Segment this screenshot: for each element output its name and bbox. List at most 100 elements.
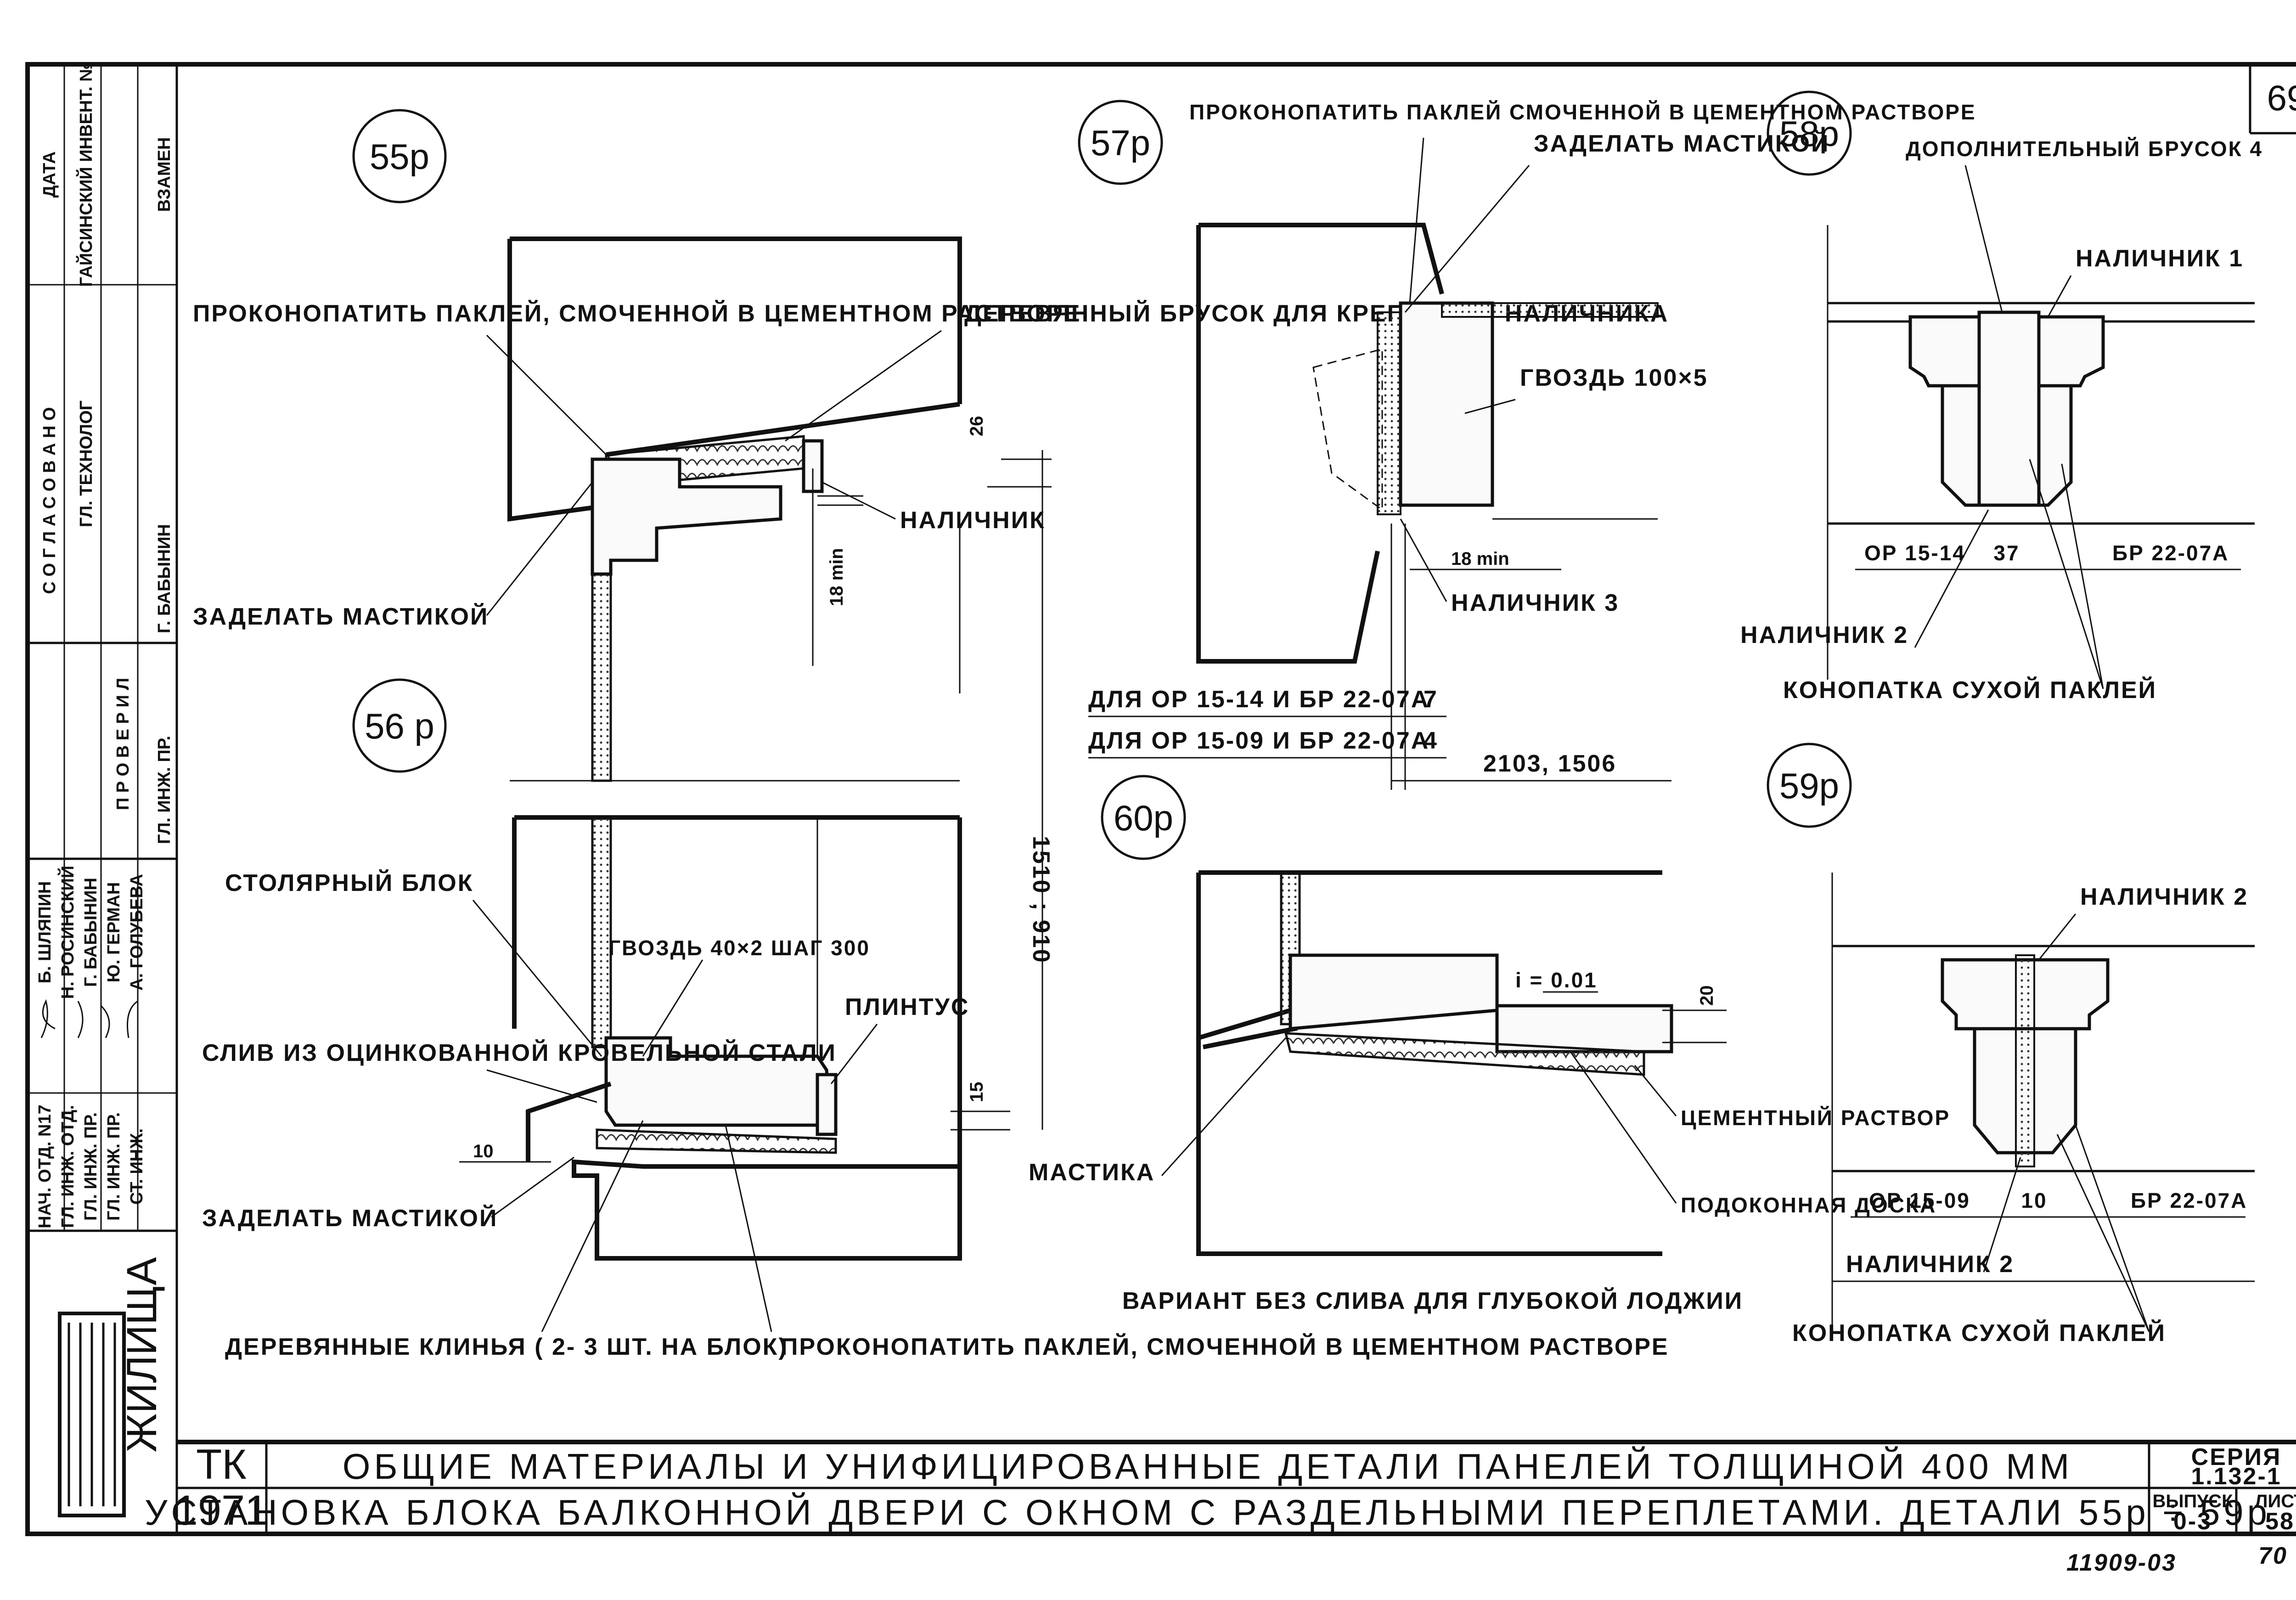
trim2-label: НАЛИЧНИК 2	[1846, 1251, 2014, 1278]
mastic-label: МАСТИКА	[1029, 1159, 1155, 1186]
extra-bar-label: ДОПОЛНИТЕЛЬНЫЙ БРУСОК 4	[1906, 137, 2263, 161]
chief-engineer-label: ГЛ. ИНЖ. ПР.	[155, 736, 174, 844]
wedges-label: ДЕРЕВЯННЫЕ КЛИНЬЯ ( 2- 3 ШТ. НА БЛОК)	[225, 1334, 788, 1360]
title-line-2: УСТАНОВКА БЛОКА БАЛКОННОЙ ДВЕРИ С ОКНОМ …	[145, 1492, 2271, 1532]
detail-id-circle	[352, 678, 447, 773]
sheet-label: ЛИСТ	[2255, 1491, 2296, 1511]
note2-label: ДЛЯ ОР 15-09 И БР 22-07А	[1088, 727, 1429, 754]
role-item: ГЛ. ИНЖ. ПР.	[104, 1112, 124, 1221]
flashing	[526, 1082, 612, 1162]
joinery-label: СТОЛЯРНЫЙ БЛОК	[225, 869, 473, 896]
nail-label: ГВОЗДЬ 100×5	[1520, 365, 1708, 391]
signature-scribble	[40, 999, 138, 1038]
right-code: БР 22-07А	[2131, 1189, 2247, 1212]
detail-id: 57р	[1091, 123, 1150, 163]
org-word: ЖИЛИЩА	[118, 1257, 165, 1453]
caulk-label: ПРОКОНОПАТИТЬ ПАКЛЕЙ, СМОЧЕННОЙ В ЦЕМЕНТ…	[781, 1333, 1669, 1360]
note1-value: 7	[1424, 686, 1438, 713]
babynin-label: Г. БАБЫНИН	[155, 524, 174, 633]
dim-height: 1510 ; 910	[1028, 836, 1054, 964]
name-item: Г. БАБЫНИН	[81, 878, 101, 987]
sill-label: ПОДОКОННАЯ ДОСКА	[1681, 1193, 1936, 1217]
detail-id: 58р	[1779, 113, 1839, 154]
issue-value: 0-3	[2173, 1508, 2212, 1535]
seal-label: ЗАДЕЛАТЬ МАСТИКОЙ	[193, 603, 489, 630]
seal-label: ЗАДЕЛАТЬ МАСТИКОЙ	[202, 1205, 498, 1232]
detail-55: 55р ПРОКОНОПАТИТЬ ПАКЛЕЙ, СМОЧЕННОЙ В ЦЕ…	[193, 109, 1667, 1130]
extra-bar	[1977, 310, 2041, 507]
detail-id-circle	[1767, 743, 1852, 828]
dims-label: 2103, 1506	[1483, 750, 1616, 777]
frame-profile	[1399, 301, 1494, 507]
note2-value: 4	[1424, 727, 1438, 754]
detail-id: 56 р	[365, 706, 434, 746]
detail-id: 59р	[1779, 766, 1839, 806]
variant-label: ВАРИАНТ БЕЗ СЛИВА ДЛЯ ГЛУБОКОЙ ЛОДЖИИ	[1122, 1287, 1743, 1314]
door-panel	[591, 573, 612, 782]
dim-18min: 18 min	[1451, 549, 1509, 569]
footer-code: 11909-03	[2066, 1549, 2177, 1576]
replace-label: ВЗАМЕН	[155, 137, 174, 212]
seal-label: ЗАДЕЛАТЬ МАСТИКОЙ	[1534, 130, 1829, 157]
series-label: СЕРИЯ	[2191, 1444, 2282, 1470]
detail-id: 55р	[370, 136, 429, 177]
nail-label: ГВОЗДЬ 40×2 ШАГ 300	[608, 936, 870, 960]
date-label: ДАТА	[40, 152, 59, 198]
detail-59: 59р НАЛИЧНИК 2 ОР 15-09 10 БР 22-07А НАЛ…	[1767, 743, 2255, 1346]
plinth-board	[816, 1073, 838, 1136]
dim-18min: 18 min	[827, 548, 847, 606]
checked-label: П Р О В Е Р И Л	[113, 678, 133, 810]
mortar-bed	[596, 1128, 837, 1154]
role-item: ГЛ. ИНЖ. ПР.	[81, 1112, 101, 1221]
name-item: Н. РОСИНСКИЙ	[57, 866, 78, 999]
trim3-label: НАЛИЧНИК 3	[1451, 590, 1619, 616]
threshold-profile	[604, 1036, 833, 1127]
flashing-label: СЛИВ ИЗ ОЦИНКОВАННОЙ КРОВЕЛЬНОЙ СТАЛИ	[202, 1039, 837, 1066]
caulk-label: ПРОКОНОПАТИТЬ ПАКЛЕЙ СМОЧЕННОЙ В ЦЕМЕНТН…	[1189, 100, 1976, 124]
dim-20: 20	[1697, 986, 1717, 1006]
sheet-number-box: 69	[2249, 64, 2296, 135]
inventory-label: ГАЙСИНСКИЙ ИНВЕНТ. №	[75, 62, 96, 287]
agreed-label: С О Г Л А С О В А Н О	[40, 407, 59, 594]
name-item: Ю. ГЕРМАН	[104, 882, 124, 983]
tk-label: ТК	[196, 1441, 247, 1488]
roles-column: НАЧ. ОТД. N17 ГЛ. ИНЖ. ОТД. ГЛ. ИНЖ. ПР.…	[35, 1104, 146, 1228]
left-code: ОР 15-09	[1869, 1189, 1970, 1212]
caulk-label: КОНОПАТКА СУХОЙ ПАКЛЕЙ	[1792, 1319, 2166, 1346]
year-label: 1971	[174, 1487, 269, 1534]
role-item: ГЛ. ИНЖ. ОТД.	[58, 1105, 78, 1228]
caulk-label: ПРОКОНОПАТИТЬ ПАКЛЕЙ, СМОЧЕННОЙ В ЦЕМЕНТ…	[193, 300, 1081, 327]
insulation-strip	[1377, 311, 1401, 515]
threshold-profile	[1289, 953, 1499, 1031]
wall-outline	[1196, 223, 1444, 664]
role-item: СТ. ИНЖ.	[127, 1128, 146, 1205]
title-line-1: ОБЩИЕ МАТЕРИАЛЫ И УНИФИЦИРОВАННЫЕ ДЕТАЛИ…	[343, 1446, 2073, 1487]
detail-57: 57р ПРОКОНОПАТИТЬ ПАКЛЕЙ СМОЧЕННОЙ В ЦЕМ…	[1078, 100, 1976, 790]
dim-10: 10	[473, 1141, 494, 1161]
left-code: ОР 15-14	[1864, 541, 1966, 565]
gap-value: 37	[1993, 541, 2020, 565]
technologist-label: ГЛ. ТЕХНОЛОГ	[77, 400, 96, 527]
dim-15: 15	[967, 1082, 987, 1103]
detail-58: 58р ДОПОЛНИТЕЛЬНЫЙ БРУСОК 4 НАЛИЧНИК 1 О…	[1740, 90, 2263, 704]
sheet-border	[25, 62, 2296, 1536]
detail-id-circle	[1101, 775, 1186, 860]
trim2-top-label: НАЛИЧНИК 2	[2080, 884, 2248, 910]
trim-label: НАЛИЧНИК	[900, 507, 1046, 534]
glass-band	[1441, 302, 1659, 318]
detail-56: 56 р СТОЛЯРНЫЙ БЛОК ГВОЗДЬ 40×2 ШАГ 300 …	[202, 678, 1669, 1360]
title-block: ТК 1971 ОБЩИЕ МАТЕРИАЛЫ И УНИФИЦИРОВАННЫ…	[145, 1440, 2296, 1535]
side-approval-block: С О Г Л А С О В А Н О П Р О В Е Р И Л ДА…	[28, 62, 177, 1232]
slope-label: i = 0.01	[1515, 968, 1598, 992]
trim2-label: НАЛИЧНИК 2	[1740, 622, 1908, 648]
right-code: БР 22-07А	[2112, 541, 2229, 565]
detail-id-circle	[1078, 100, 1163, 185]
gap-value: 10	[2021, 1189, 2047, 1212]
mortar-bed	[1284, 1032, 1645, 1076]
door-panel	[591, 816, 612, 1048]
name-item: Б. ШЛЯПИН	[35, 881, 55, 984]
org-logo: ЖИЛИЩА	[58, 1257, 165, 1517]
note1-label: ДЛЯ ОР 15-14 И БР 22-07А	[1088, 686, 1429, 713]
wall-outline	[512, 815, 962, 1261]
